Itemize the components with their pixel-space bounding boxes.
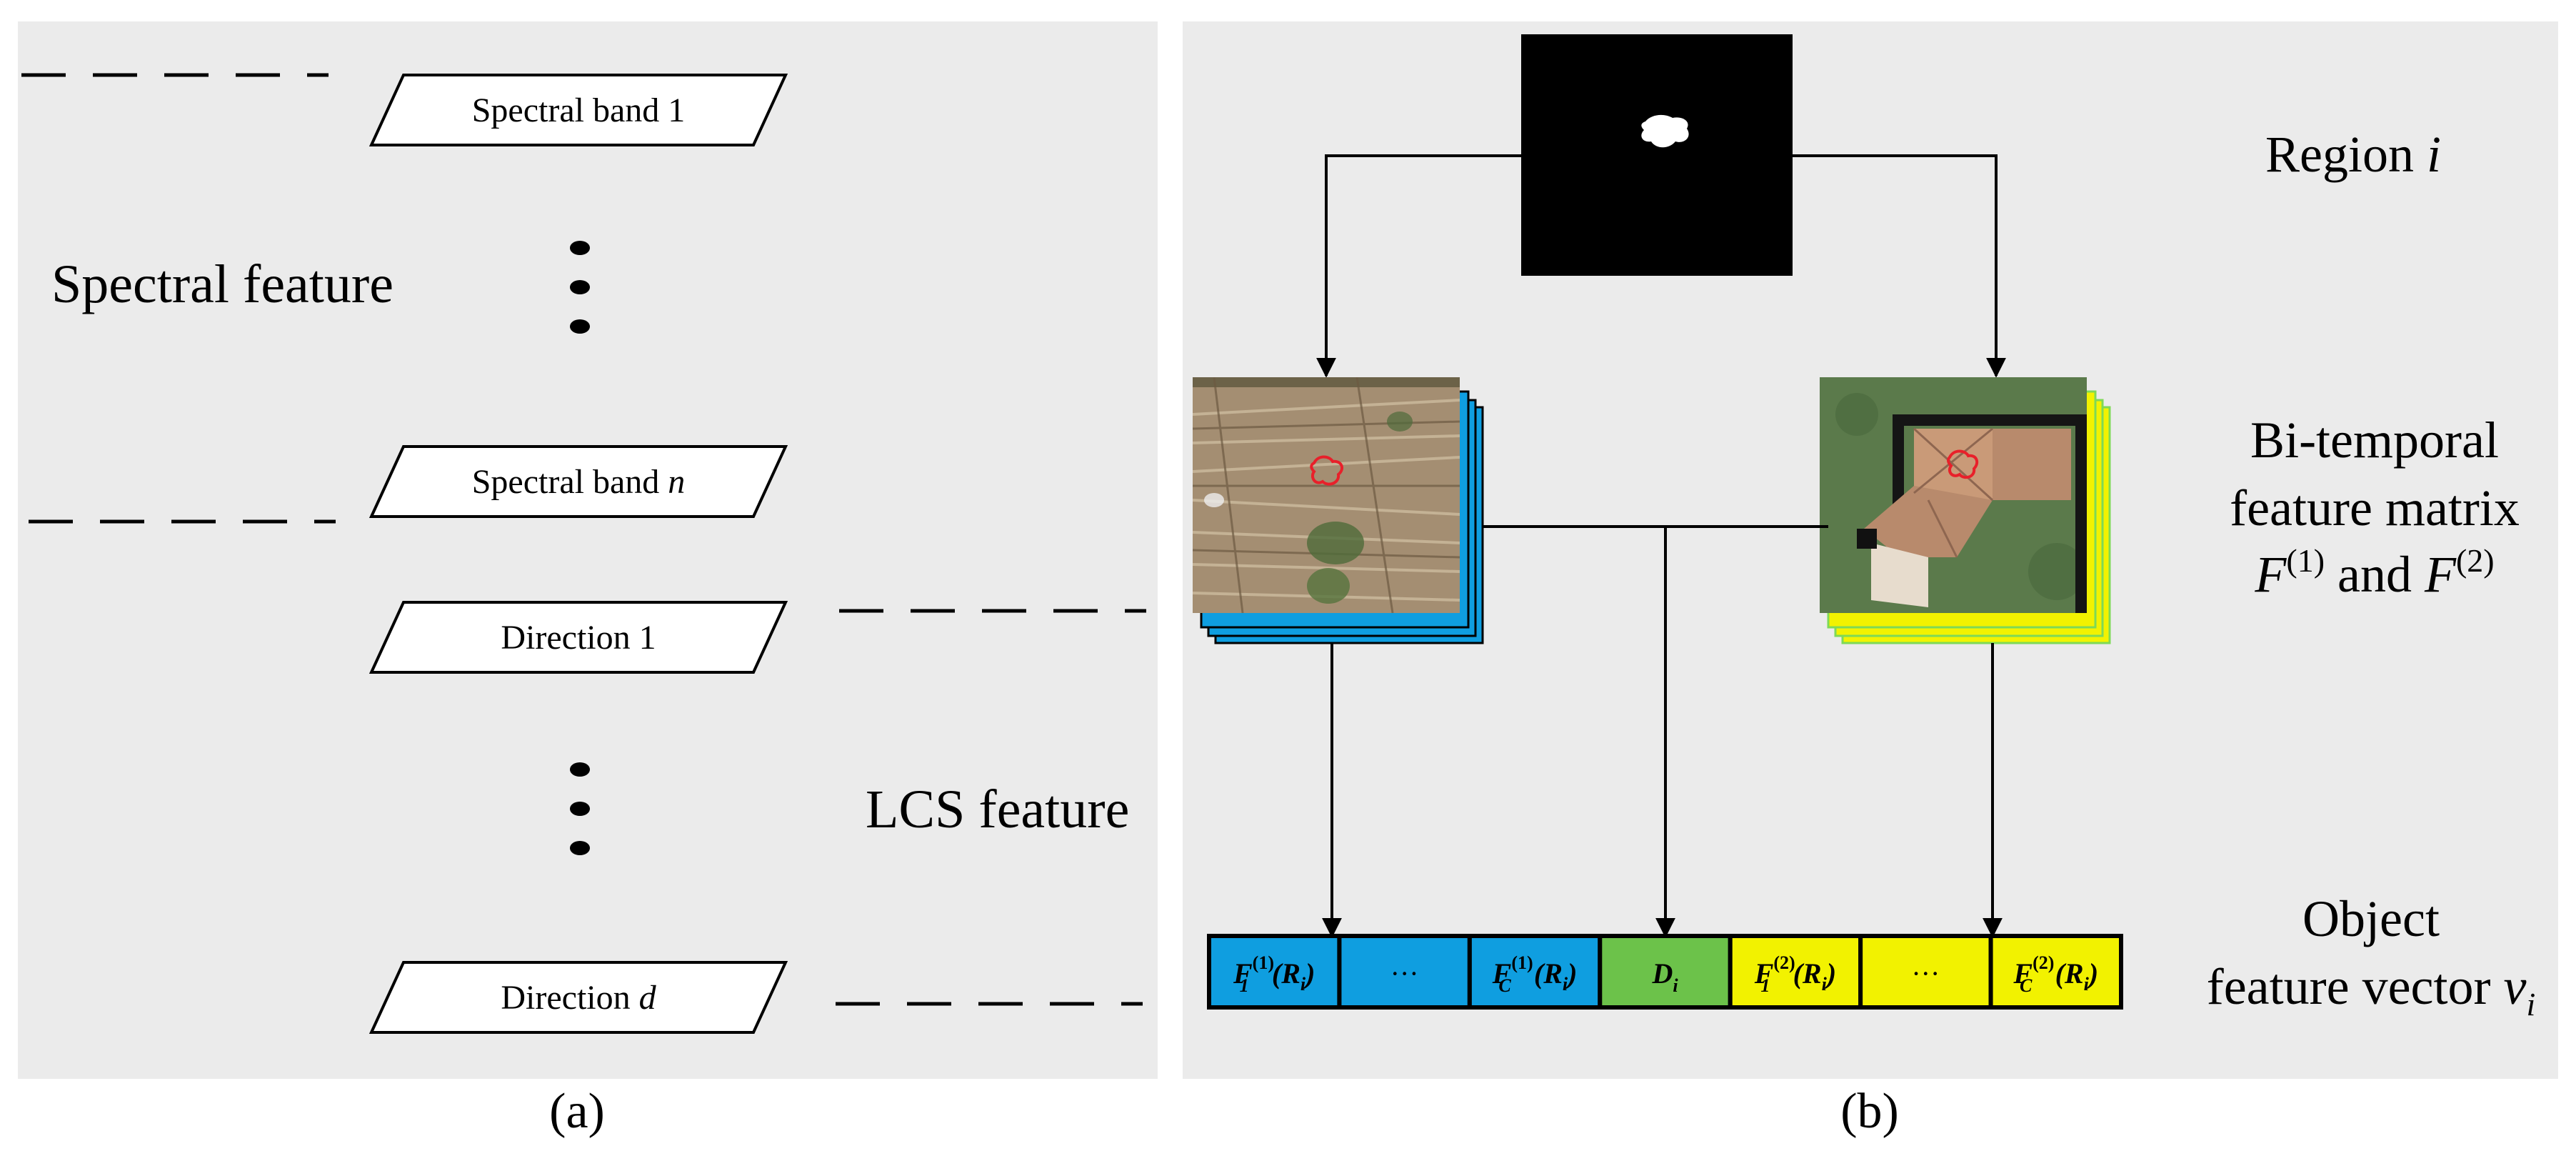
vector-cell-label: ··· — [1911, 957, 1940, 990]
vector-label-line1: Object — [2302, 890, 2440, 947]
time2-aerial-image — [1820, 377, 2087, 613]
lcs-feature-label: LCS feature — [866, 779, 1129, 839]
vector-label-line2: feature vector vi — [2207, 958, 2535, 1022]
object-vector-label: Object feature vector vi — [2207, 890, 2535, 1022]
panel-a-background — [18, 21, 1158, 1079]
spectral-band-1-label: Spectral band 1 — [472, 91, 686, 129]
vector-cell-label: ··· — [1390, 957, 1419, 990]
vector-cell-label: F(1)1(Ri) — [1233, 952, 1315, 996]
vector-cell-label: Di — [1651, 957, 1678, 996]
time1-aerial-image — [1193, 377, 1460, 613]
vector-cell — [1858, 934, 1993, 1010]
region-label: Region i — [2265, 126, 2441, 183]
vector-cell-label: F(2)C(Ri) — [2013, 952, 2098, 996]
spectral-feature-label: Spectral feature — [51, 254, 394, 314]
direction-d-box: Direction d — [369, 961, 788, 1034]
direction-1-label: Direction 1 — [501, 619, 656, 657]
bi-temporal-matrix-label: Bi-temporal feature matrix F(1) and F(2) — [2230, 412, 2520, 603]
object-feature-vector: F(1)1(Ri) ··· F(1)C(Ri) Di F(2)1(Ri) ··· F(2)C… — [1207, 934, 2124, 1010]
mask-to-time1-arrow — [1316, 154, 1521, 378]
spectral-band-1-box: Spectral band 1 — [369, 74, 788, 146]
spectral-band-n-box: Spectral band n — [369, 445, 788, 518]
spectral-band-n-label: Spectral band n — [472, 463, 686, 501]
direction-1-box: Direction 1 — [369, 601, 788, 674]
region-mask-image — [1521, 34, 1793, 276]
matrix-label-line1: Bi-temporal — [2250, 412, 2499, 469]
matrix-label-line3: F(1) and F(2) — [2254, 542, 2494, 603]
lcs-ellipsis — [570, 762, 590, 855]
matrix-label-line2: feature matrix — [2230, 479, 2520, 537]
direction-d-label: Direction d — [501, 979, 656, 1017]
spectral-ellipsis — [570, 241, 590, 334]
mask-to-time2-arrow — [1793, 154, 2006, 378]
vector-cell — [1988, 934, 2124, 1010]
caption-b: (b) — [1840, 1084, 1899, 1139]
vector-cell-label: F(1)C(Ri) — [1492, 952, 1578, 996]
vector-cell — [1337, 934, 1472, 1010]
vector-cell-label: F(2)1(Ri) — [1754, 952, 1836, 996]
caption-a: (a) — [549, 1084, 605, 1139]
vector-cell — [1728, 934, 1863, 1010]
